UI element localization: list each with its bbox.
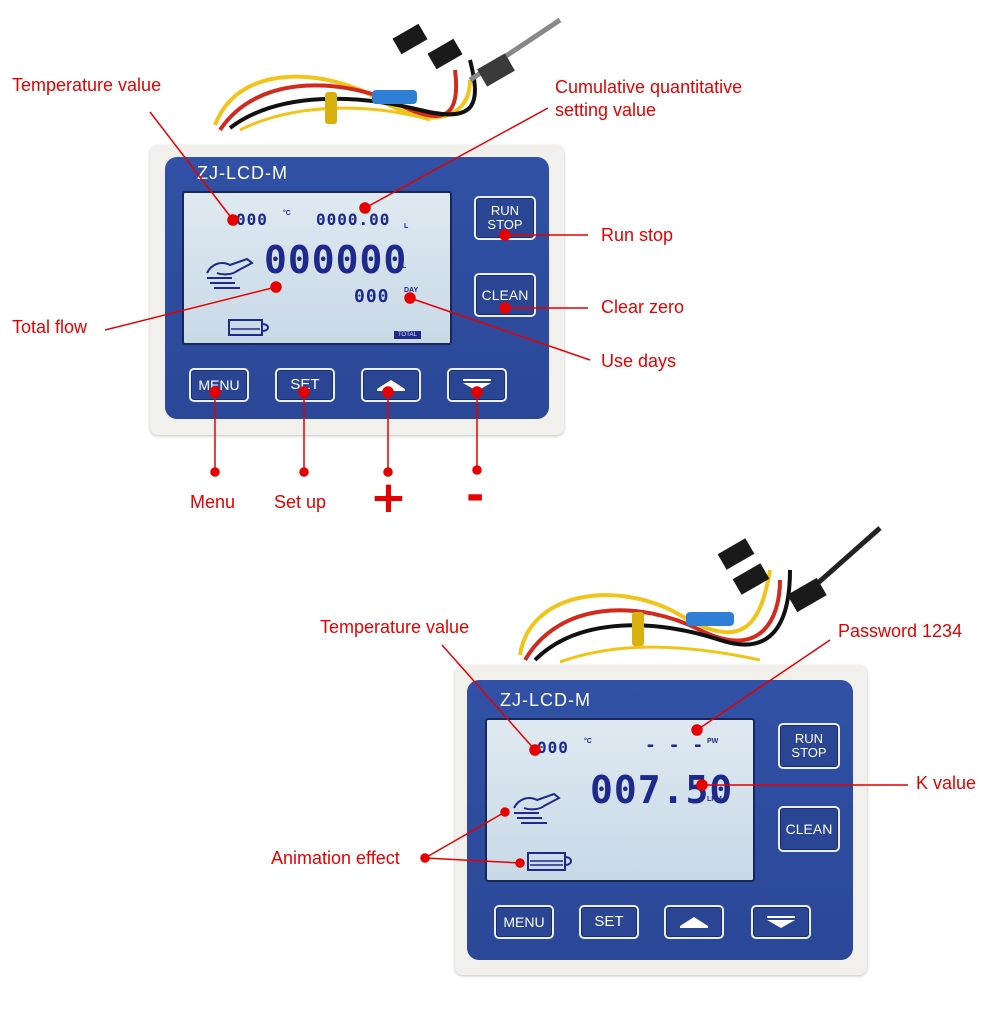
bottom-up-button[interactable] — [664, 905, 724, 939]
top-total-flow-reading: 000000 — [264, 238, 408, 282]
top-clean-button[interactable]: CLEAN — [474, 273, 536, 317]
top-cumulative-reading: 0000.00 — [316, 210, 391, 229]
faucet-animation-icon — [513, 792, 561, 824]
tank-animation-icon — [527, 852, 572, 871]
bottom-set-button[interactable]: SET — [579, 905, 639, 939]
top-callout-run-stop: Run stop — [601, 225, 674, 245]
top-menu-button[interactable]: MENU — [189, 368, 249, 402]
top-total-flow-unit: L — [402, 263, 407, 270]
top-temperature-unit: °C — [283, 210, 291, 217]
tank-icon — [228, 319, 269, 336]
bottom-run-stop-button[interactable]: RUN STOP — [778, 723, 840, 769]
bottom-temperature-reading: 000 — [537, 738, 569, 757]
top-callout-cumulative-line2: setting value — [555, 100, 657, 120]
top-up-button[interactable] — [361, 368, 421, 402]
top-lcd-screen: 000 °C 0000.00 L 000000 L 000 DAY TOTAL — [182, 191, 452, 345]
bottom-model-label: ZJ-LCD-M — [500, 690, 591, 710]
top-callout-temperature: Temperature value — [12, 75, 162, 95]
top-callout-total-flow: Total flow — [12, 317, 88, 337]
bottom-callout-animation: Animation effect — [271, 848, 400, 868]
bottom-k-value-unit: LPM — [707, 796, 722, 803]
bottom-down-button[interactable] — [751, 905, 811, 939]
top-cumulative-unit: L — [404, 223, 409, 230]
up-arrow-icon — [680, 917, 708, 928]
bottom-menu-button[interactable]: MENU — [494, 905, 554, 939]
faucet-icon — [206, 257, 254, 289]
top-callout-plus: + — [370, 472, 407, 523]
top-callout-minus: - — [466, 470, 485, 521]
bottom-callout-k-value: K value — [916, 773, 977, 793]
top-use-days-unit: DAY — [404, 287, 419, 294]
top-callout-menu: Menu — [190, 492, 236, 512]
top-callout-set-up: Set up — [274, 492, 327, 512]
top-callout-clear-zero: Clear zero — [601, 297, 685, 317]
bottom-password-reading: - - - — [645, 735, 705, 756]
top-temperature-reading: 000 — [236, 210, 268, 229]
bottom-temperature-unit: °C — [584, 738, 592, 745]
top-callout-use-days: Use days — [601, 351, 677, 371]
top-callout-cumulative-line1: Cumulative quantitative — [555, 77, 743, 97]
bottom-k-value-reading: 007.50 — [590, 768, 734, 812]
bottom-callout-password: Password 1234 — [838, 621, 963, 641]
bottom-clean-button[interactable]: CLEAN — [778, 806, 840, 852]
top-model-label: ZJ-LCD-M — [197, 163, 288, 183]
bottom-callout-temperature: Temperature value — [320, 617, 470, 637]
bottom-password-unit: PW — [707, 738, 719, 745]
top-use-days-reading: 000 — [354, 286, 390, 307]
top-down-button[interactable] — [447, 368, 507, 402]
top-total-badge: TOTAL — [394, 331, 421, 339]
down-arrow-icon — [767, 916, 795, 928]
